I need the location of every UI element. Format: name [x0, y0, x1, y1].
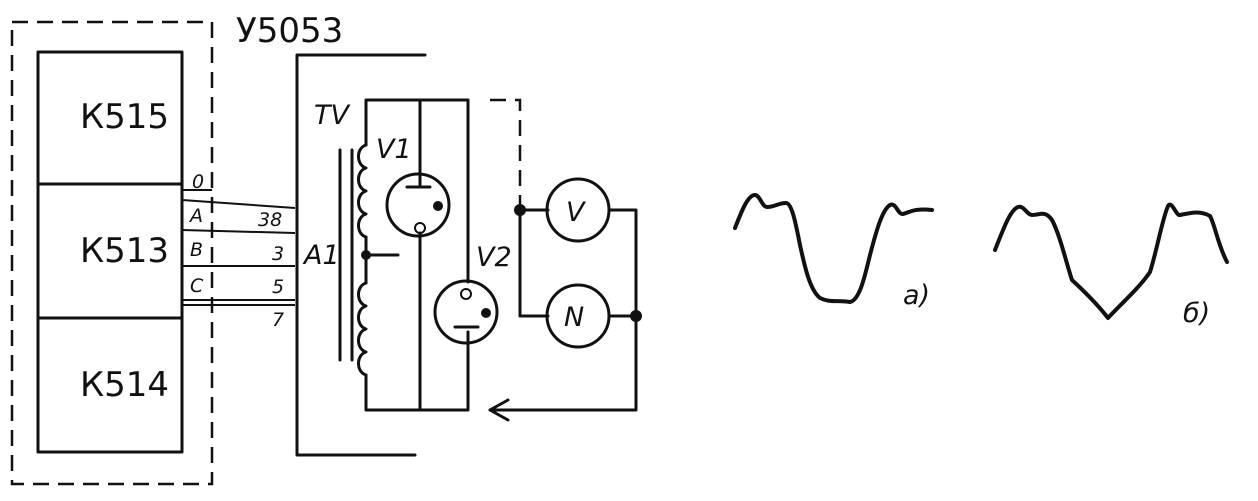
voltmeter-v-label: V	[566, 197, 587, 228]
waveform-a-label: а)	[903, 280, 930, 311]
phase-label-a: A	[188, 205, 203, 227]
terminal-label-3: 3	[272, 243, 284, 265]
waveform-b-label: б)	[1183, 298, 1210, 329]
terminal-label-7: 7	[272, 309, 284, 331]
center-tap-junction	[361, 250, 371, 260]
terminal-label-38: 38	[258, 209, 282, 231]
v2-dot	[481, 308, 491, 318]
block-k514-label: К514	[80, 365, 169, 405]
transformer-secondary-winding-lower	[357, 281, 368, 377]
phase-label-c: C	[190, 275, 204, 297]
diode-v1-label: V1	[376, 134, 412, 165]
phase-label-0: 0	[192, 171, 204, 193]
frequency-left-wire	[518, 208, 550, 318]
frequency-meter-n-label: N	[564, 302, 584, 333]
waveform-a	[733, 193, 934, 304]
diode-v2-label: V2	[476, 242, 512, 273]
v2-anode-pin	[460, 288, 472, 300]
block-k515-label: К515	[80, 97, 169, 137]
return-arrow-head	[488, 398, 510, 422]
phase-a-line-2	[181, 229, 296, 234]
secondary-top-wire	[364, 98, 470, 284]
phase-label-b: B	[190, 239, 203, 261]
diode-v1	[385, 172, 451, 238]
meter-link-dashed	[490, 98, 522, 210]
transformer-tv-label: TV	[314, 100, 351, 131]
connector-a1-label: A1	[302, 240, 340, 271]
terminal-label-5: 5	[272, 276, 284, 298]
diode-v2	[433, 279, 499, 345]
phase-a-line	[181, 199, 296, 209]
block-k513-label: К513	[80, 231, 169, 271]
waveform-b	[993, 202, 1229, 320]
voltmeter-right-wire	[607, 208, 638, 318]
block-k514	[36, 316, 184, 454]
secondary-bottom-wire	[364, 330, 470, 412]
device-label: У5053	[236, 11, 343, 51]
return-wire	[488, 314, 638, 412]
device-enclosure	[10, 20, 214, 486]
transformer-secondary-winding-upper	[357, 143, 368, 239]
connector-a1-bracket	[295, 53, 427, 457]
v1-dot	[433, 201, 443, 211]
